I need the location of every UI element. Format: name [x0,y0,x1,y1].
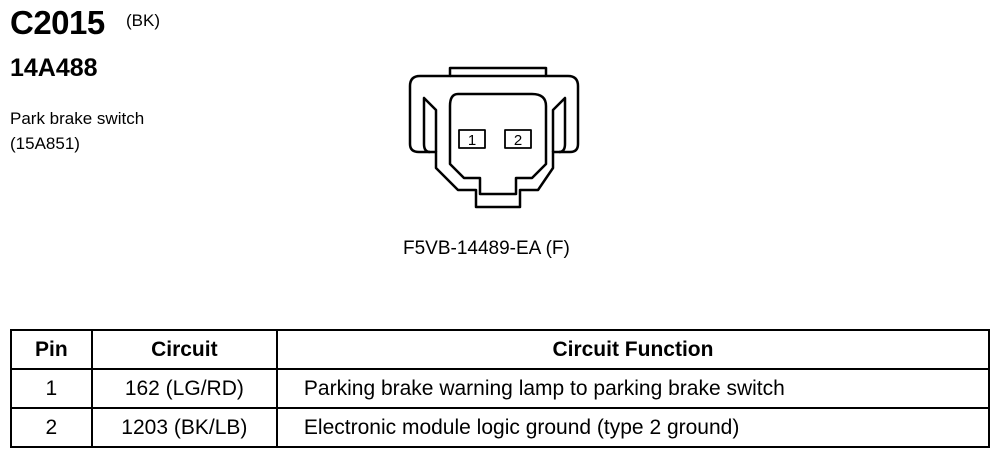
cell-circuit: 1203 (BK/LB) [90,407,278,448]
pin-cavity-2 [504,129,532,149]
header-pin: Pin [10,329,93,370]
connector-latch-left [422,96,438,154]
connector-latch-right [551,96,567,154]
cell-pin: 2 [10,407,93,448]
table-header-row: Pin Circuit Circuit Function [10,329,990,370]
cell-pin: 1 [10,368,93,409]
cell-circuit: 162 (LG/RD) [90,368,278,409]
cell-function: Parking brake warning lamp to parking br… [275,368,990,409]
connector-color: (BK) [126,11,160,30]
header-circuit-function: Circuit Function [275,329,990,370]
component-name: Park brake switch [10,109,145,128]
pin-cavity-1 [458,129,486,149]
cell-function: Electronic module logic ground (type 2 g… [275,407,990,448]
pin-table: Pin Circuit Circuit Function 1 162 (LG/R… [10,329,990,448]
header-circuit: Circuit [90,329,278,370]
table-row: 2 1203 (BK/LB) Electronic module logic g… [10,407,990,448]
table-row: 1 162 (LG/RD) Parking brake warning lamp… [10,368,990,409]
connector-id: C2015 [10,4,105,41]
connector-outer-shell [408,66,580,209]
pin-label-1: 1 [468,132,476,149]
connector-face-diagram: 1 2 [408,66,580,209]
part-number: 14A488 [10,54,98,82]
connector-part-number: F5VB-14489-EA (F) [403,238,570,259]
component-code: (15A851) [10,134,80,153]
pin-label-2: 2 [514,132,522,149]
connector-inner-housing [448,92,548,196]
